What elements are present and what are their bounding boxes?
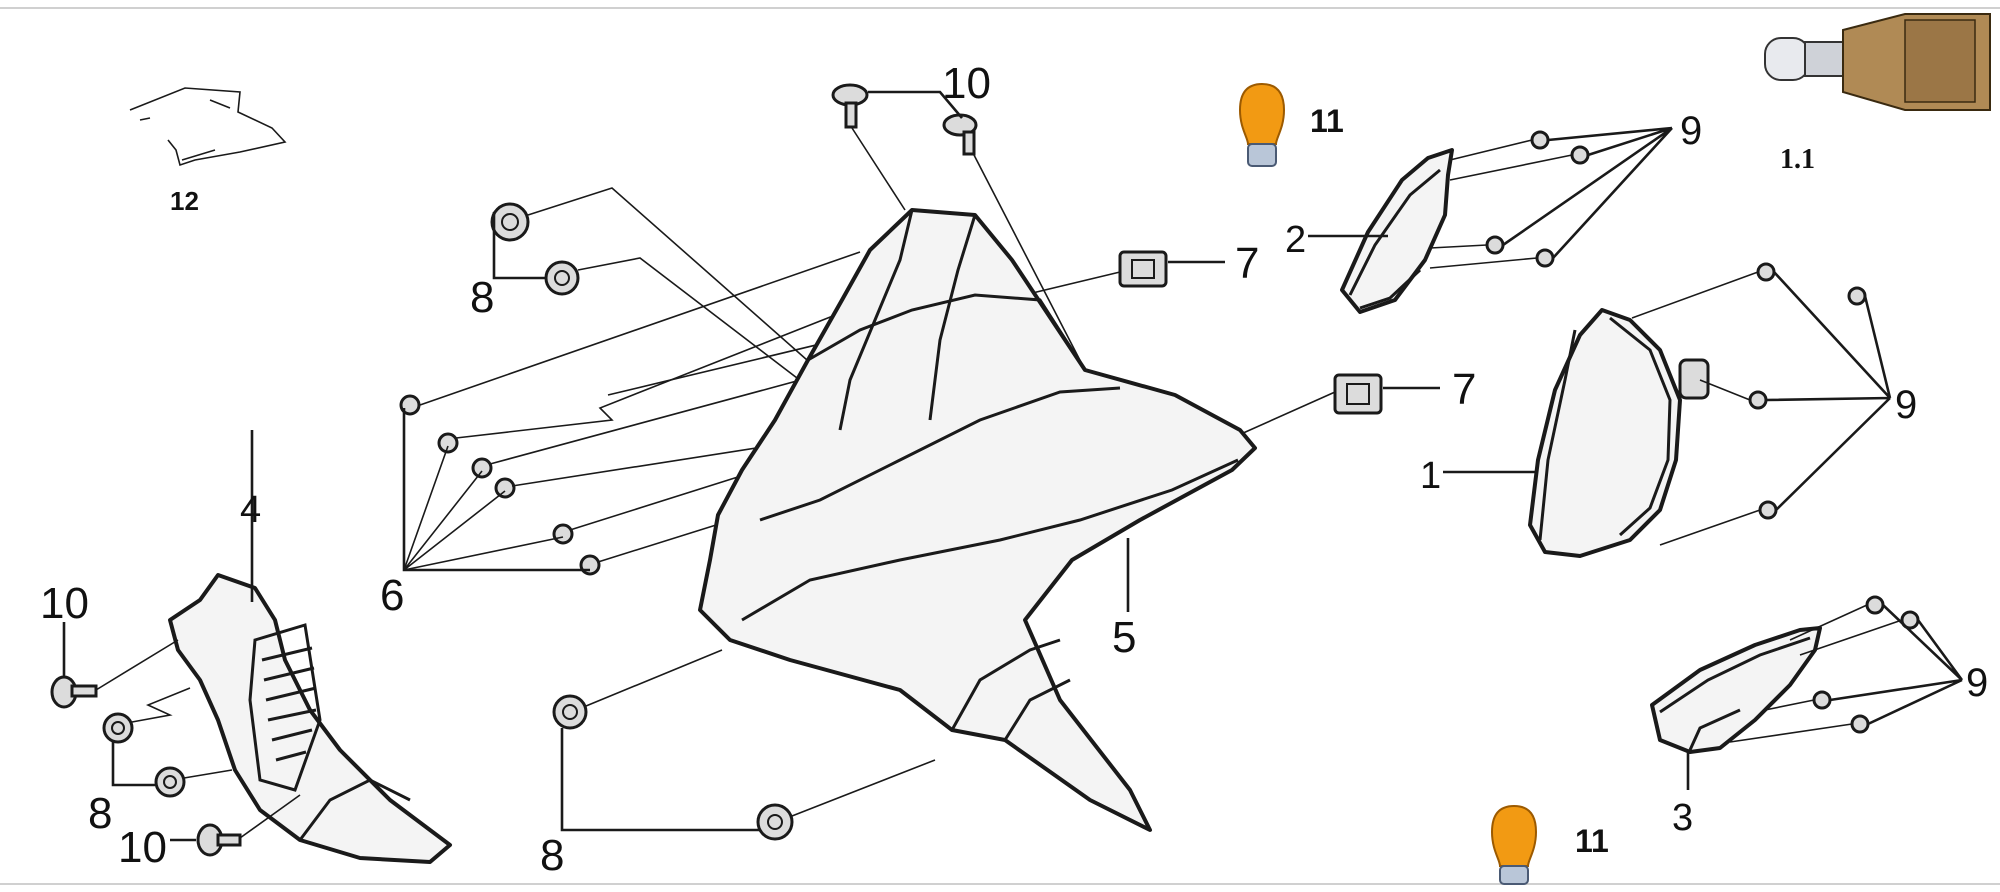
label-11-upper: 11 [1310, 103, 1344, 139]
screws-part-10-top: 10 [831, 59, 1086, 371]
label-11-lower: 11 [1575, 823, 1609, 859]
clips-part-6: 6 [380, 251, 861, 620]
bulb-part-11-upper: 11 [1238, 82, 1344, 167]
label-10-left-lower: 10 [118, 823, 167, 872]
label-8-left: 8 [88, 789, 112, 838]
label-5: 5 [1112, 613, 1136, 662]
screws-part-10-left: 10 10 [40, 579, 301, 872]
right-turn-signal-part-3: 3 [1650, 626, 1822, 839]
washer-screws-part-8-bottom: 8 [540, 649, 936, 880]
headlight-part-1: 1 [1420, 308, 1710, 558]
front-cover-part-5: 5 [698, 208, 1257, 832]
label-1-1: 1.1 [1780, 144, 1815, 175]
bulb-part-11-lower: 11 [1490, 804, 1609, 885]
clip-nut-part-7-lower: 7 [1231, 365, 1476, 439]
label-9-upper: 9 [1680, 109, 1702, 153]
label-12: 12 [170, 186, 199, 216]
headlight-bulb-part-1-1: 1.1 [1764, 13, 1991, 175]
inner-cover-part-4: 4 [168, 430, 452, 864]
screws-part-9-upper: 9 [1429, 109, 1702, 269]
screws-part-9-headlight: 9 [1631, 262, 1917, 546]
screws-part-9-lower: 9 [1729, 595, 1988, 743]
label-9-headlight: 9 [1895, 383, 1917, 427]
label-10-left-upper: 10 [40, 579, 89, 628]
bracket-part-12: 12 [129, 87, 287, 216]
label-2: 2 [1285, 219, 1306, 261]
left-turn-signal-part-2: 2 [1285, 148, 1454, 314]
washer-screws-part-8-upper: 8 [470, 187, 866, 431]
label-7-lower: 7 [1452, 365, 1476, 414]
label-6: 6 [380, 571, 404, 620]
label-9-lower: 9 [1966, 661, 1988, 705]
label-8-upper: 8 [470, 273, 494, 322]
label-4: 4 [240, 489, 261, 531]
label-10-top: 10 [942, 59, 991, 108]
label-1: 1 [1420, 455, 1441, 497]
label-3: 3 [1672, 797, 1693, 839]
washer-screws-part-8-left: 8 [88, 687, 233, 838]
label-8-bottom: 8 [540, 831, 564, 880]
label-7-upper: 7 [1235, 239, 1259, 288]
